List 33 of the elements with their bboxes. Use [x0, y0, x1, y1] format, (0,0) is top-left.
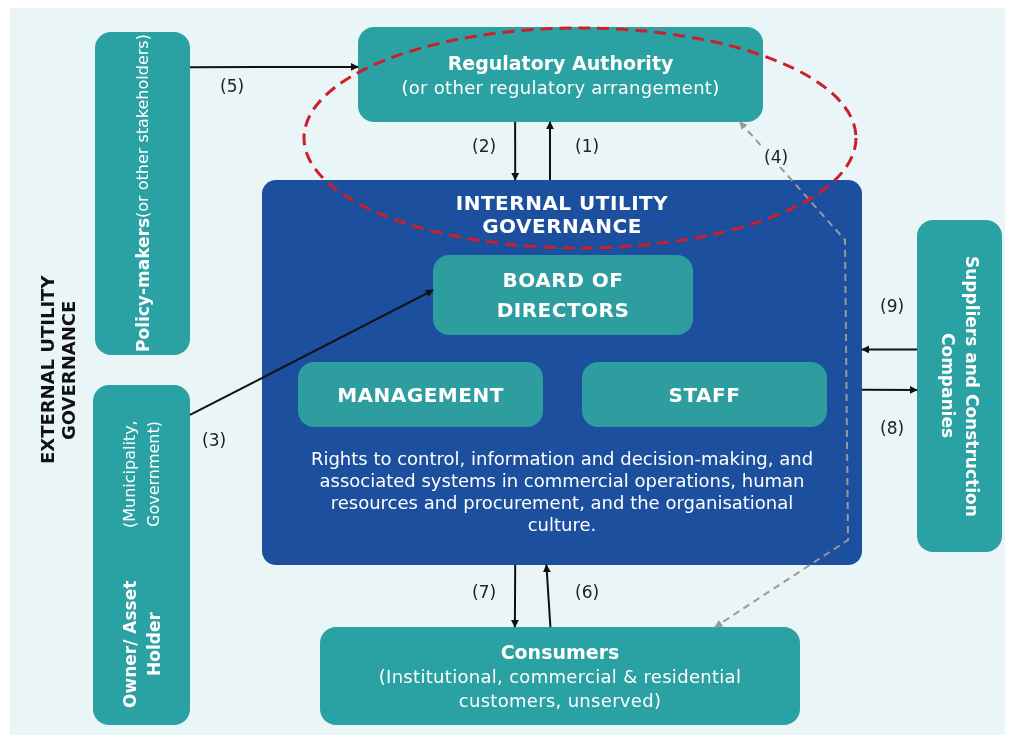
arrow [510, 564, 519, 628]
arrow [511, 121, 520, 181]
node-title: Suppliers and Construction Companies [936, 254, 983, 519]
node-title: BOARD OF DIRECTORS [495, 267, 631, 324]
process-box [298, 362, 543, 427]
side-label: EXTERNAL UTILITY GOVERNANCE [37, 274, 79, 467]
node-subtitle: (or other regulatory arrangement) [401, 75, 720, 100]
node-title: Policy-makers [131, 218, 154, 353]
process-box [582, 362, 827, 427]
node-subtitle: (Institutional, commercial & residential customers, unserved) [377, 665, 743, 713]
process-box [358, 27, 763, 122]
governance-panel [262, 180, 862, 565]
process-box [95, 32, 190, 355]
panel-heading: INTERNAL UTILITY GOVERNANCE [454, 192, 670, 238]
arrow [861, 345, 918, 354]
process-box [93, 385, 190, 725]
arrow [189, 62, 359, 71]
node-title: Regulatory Authority [447, 50, 674, 76]
arrow [861, 385, 918, 394]
panel-description: Rights to control, information and decision-making, and associated systems in commercial operations, human resources and procurement, and the organisational culture. [309, 448, 815, 536]
process-box [320, 627, 800, 725]
node-title: STAFF [667, 381, 742, 409]
node-title: Owner/ Asset Holder [118, 579, 165, 711]
node-title: MANAGEMENT [336, 381, 505, 409]
node-title: Consumers [500, 640, 620, 665]
dashed-arrow [714, 121, 849, 628]
arrow [545, 121, 554, 181]
process-box [433, 255, 693, 335]
arrow [542, 564, 552, 628]
process-box [917, 220, 1002, 552]
node-subtitle: (or other stakeholders) [131, 34, 152, 219]
node-subtitle: (Municipality, Government) [118, 419, 164, 531]
arrow [189, 289, 434, 416]
